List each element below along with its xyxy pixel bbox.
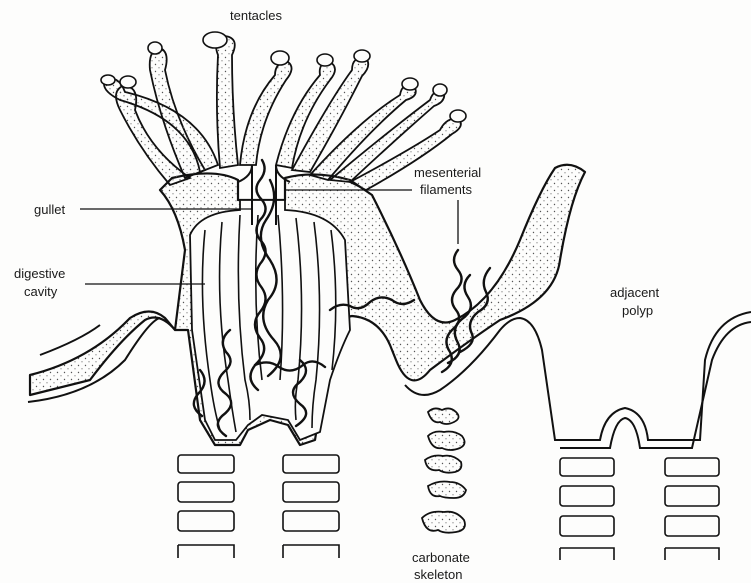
skeleton-column-mid (283, 455, 339, 558)
adjacent-label: adjacent (610, 285, 660, 300)
filaments-label: filaments (420, 182, 473, 197)
skeleton-crystals (422, 408, 466, 532)
carbonate-label: carbonate (412, 550, 470, 565)
gullet-label: gullet (34, 202, 65, 217)
cavity-label: cavity (24, 284, 58, 299)
digestive-label: digestive (14, 266, 65, 281)
mesenterial-label: mesenterial (414, 165, 481, 180)
skeleton-label: skeleton (414, 567, 462, 582)
polyp-label: polyp (622, 303, 653, 318)
skeleton-column-right-b (665, 458, 719, 560)
skeleton-column-right-a (560, 458, 614, 560)
tentacles-label: tentacles (230, 8, 283, 23)
skeleton-column-left (178, 455, 234, 558)
